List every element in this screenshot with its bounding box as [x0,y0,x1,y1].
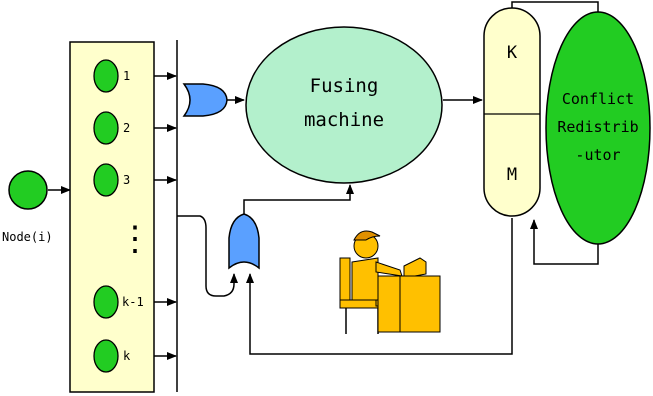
node-1: 1 [93,59,130,93]
node-k-1-label: k-1 [122,295,144,309]
node-2-label: 2 [123,121,130,135]
redistributor-to-km-arrow [530,219,599,265]
km-store: K M [483,7,541,217]
redistributor-line2: Redistrib [557,118,638,136]
fusing-machine-line1: Fusing [310,75,379,97]
km-to-redistributor-line [511,1,599,12]
lower-gate [228,213,260,270]
lower-gate-to-fusing-arrow [243,184,354,214]
km-store-k: K [507,43,518,63]
top-gate [182,83,228,117]
conflict-redistributor: Conflict Redistrib -utor [545,11,651,245]
km-store-m: M [507,165,517,185]
node-k: k [93,339,131,373]
node-panel [69,41,155,393]
fusing-machine: Fusing machine [245,26,443,184]
node-ellipsis: ⋮ [118,219,152,259]
node-3: 3 [93,163,130,197]
node-2: 2 [93,111,130,145]
source-node-label: Node(i) [2,230,53,244]
node-1-label: 1 [123,69,130,83]
fusing-machine-line2: machine [304,109,384,131]
node-3-label: 3 [123,173,130,187]
feedback-to-lower-gate-line [246,218,513,355]
bus-to-lower-gate-line [177,215,238,297]
person-at-desk-icon [339,230,441,334]
node-k-1: k-1 [93,285,144,319]
redistributor-line1: Conflict [562,90,634,108]
source-node: Node(i) [2,170,53,244]
redistributor-line3: -utor [575,146,620,164]
node-k-label: k [123,349,131,363]
